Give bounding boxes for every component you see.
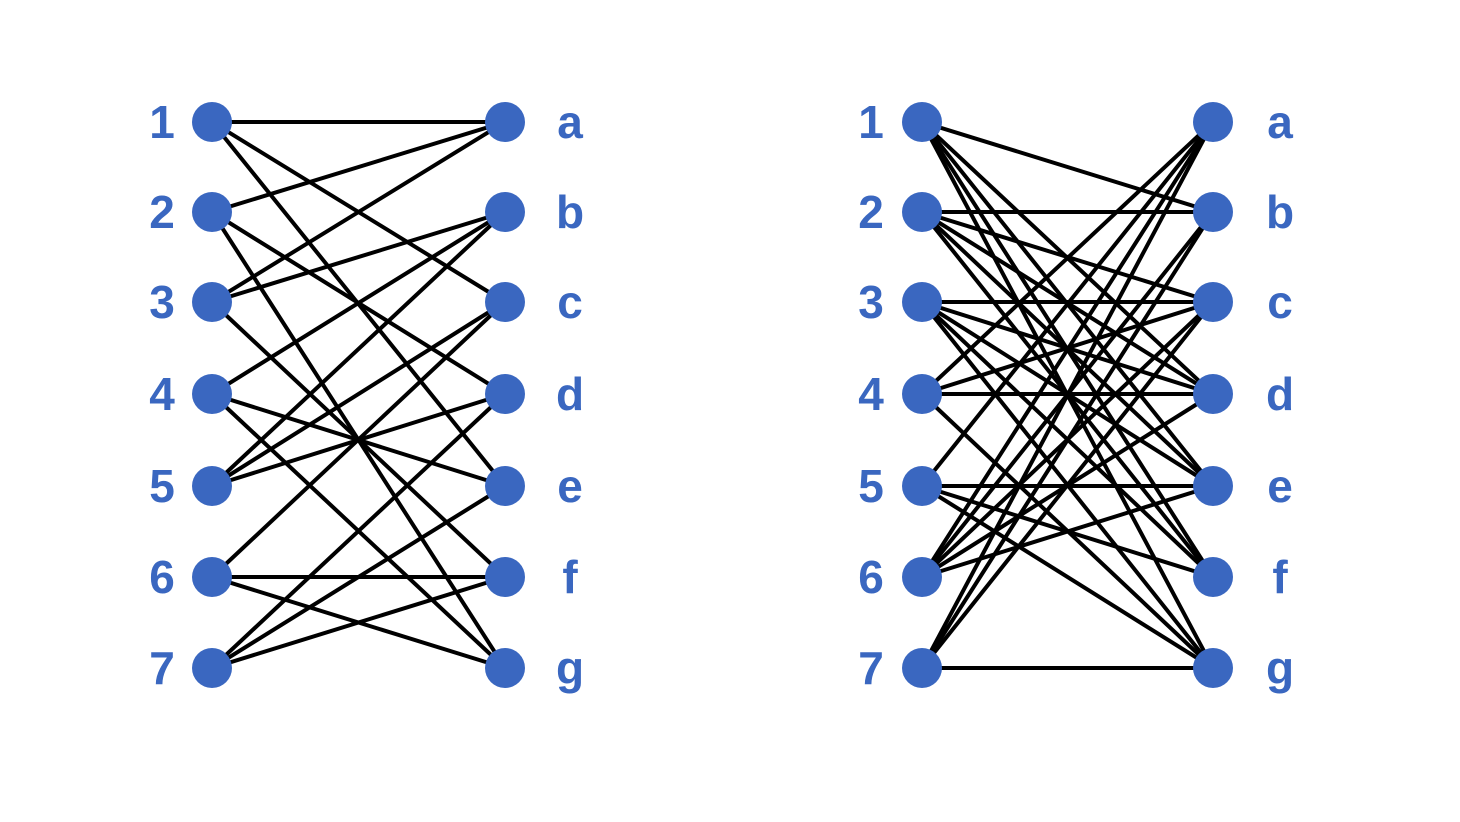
- left-node-7: [192, 648, 232, 688]
- edge-5-b: [210, 210, 507, 488]
- edge-3-a: [210, 120, 507, 304]
- right-node-label-b: b: [1266, 186, 1294, 238]
- edge-7-d: [210, 392, 507, 670]
- left-node-4: [902, 374, 942, 414]
- right-node-e: [485, 466, 525, 506]
- right-node-a: [1193, 102, 1233, 142]
- right-node-label-e: e: [1267, 460, 1293, 512]
- right-node-e: [1193, 466, 1233, 506]
- right-node-d: [485, 374, 525, 414]
- left-node-1: [902, 102, 942, 142]
- left-node-3: [192, 282, 232, 322]
- edge-6-a: [920, 120, 1215, 579]
- edge-7-e: [210, 484, 507, 670]
- edge-2-a: [210, 120, 507, 214]
- edge-6-e: [920, 484, 1215, 579]
- left-node-6: [902, 557, 942, 597]
- left-node-2: [902, 192, 942, 232]
- right-node-c: [485, 282, 525, 322]
- edges: [210, 120, 507, 670]
- right-node-label-b: b: [556, 186, 584, 238]
- right-node-label-f: f: [562, 551, 578, 603]
- left-node-4: [192, 374, 232, 414]
- edge-7-f: [210, 575, 507, 670]
- left-node-label-4: 4: [149, 368, 175, 420]
- right-node-label-a: a: [1267, 96, 1293, 148]
- edge-4-a: [920, 120, 1215, 396]
- edge-3-b: [210, 210, 507, 304]
- left-node-label-1: 1: [149, 96, 175, 148]
- left-node-label-6: 6: [858, 551, 884, 603]
- right-node-label-c: c: [1267, 276, 1293, 328]
- left-node-label-3: 3: [858, 276, 884, 328]
- right-node-label-d: d: [1266, 368, 1294, 420]
- right-node-d: [1193, 374, 1233, 414]
- left-node-label-6: 6: [149, 551, 175, 603]
- right-node-g: [1193, 648, 1233, 688]
- left-node-label-3: 3: [149, 276, 175, 328]
- right-node-label-c: c: [557, 276, 583, 328]
- left-node-1: [192, 102, 232, 142]
- right-node-f: [485, 557, 525, 597]
- left-node-label-7: 7: [858, 642, 884, 694]
- left-node-label-5: 5: [149, 460, 175, 512]
- right-node-f: [1193, 557, 1233, 597]
- left-node-label-5: 5: [858, 460, 884, 512]
- right-node-b: [1193, 192, 1233, 232]
- edge-7-c: [920, 300, 1215, 670]
- right-node-label-g: g: [556, 642, 584, 694]
- right-node-b: [485, 192, 525, 232]
- edges: [920, 120, 1215, 670]
- left-node-label-2: 2: [149, 186, 175, 238]
- left-node-6: [192, 557, 232, 597]
- left-node-label-2: 2: [858, 186, 884, 238]
- right-node-label-g: g: [1266, 642, 1294, 694]
- right-node-label-e: e: [557, 460, 583, 512]
- right-node-label-f: f: [1272, 551, 1288, 603]
- edge-6-c: [210, 300, 507, 579]
- left-node-5: [902, 466, 942, 506]
- right-node-a: [485, 102, 525, 142]
- left-node-label-1: 1: [858, 96, 884, 148]
- edge-4-b: [210, 210, 507, 396]
- left-node-5: [192, 466, 232, 506]
- left-node-label-4: 4: [858, 368, 884, 420]
- edge-5-a: [920, 120, 1215, 488]
- right-node-label-a: a: [557, 96, 583, 148]
- right-node-c: [1193, 282, 1233, 322]
- left-node-7: [902, 648, 942, 688]
- left-node-2: [192, 192, 232, 232]
- left-node-label-7: 7: [149, 642, 175, 694]
- left-node-3: [902, 282, 942, 322]
- right-node-label-d: d: [556, 368, 584, 420]
- edge-7-a: [920, 120, 1215, 670]
- right-node-g: [485, 648, 525, 688]
- edge-7-b: [920, 210, 1215, 670]
- edge-5-c: [210, 300, 507, 488]
